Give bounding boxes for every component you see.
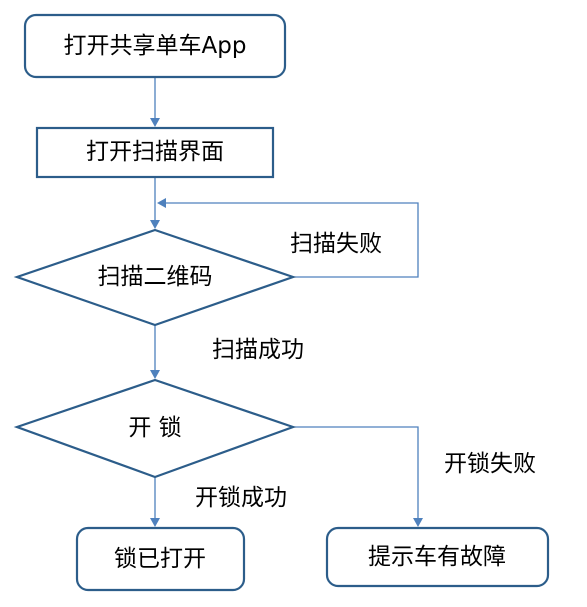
node-label: 提示车有故障 xyxy=(368,544,506,570)
node-unlocked: 锁已打开 xyxy=(75,526,246,592)
arrowhead xyxy=(413,518,423,527)
node-label: 打开共享单车App xyxy=(64,33,247,59)
node-open-scan-ui: 打开扫描界面 xyxy=(35,126,275,179)
node-report-fault: 提示车有故障 xyxy=(325,526,550,588)
arrowhead xyxy=(157,198,166,208)
node-open-app: 打开共享单车App xyxy=(23,13,287,79)
edge-unlock-to-fault xyxy=(293,426,419,521)
arrowhead xyxy=(150,220,160,229)
decision-diamond xyxy=(13,228,297,327)
node-box xyxy=(23,13,287,79)
node-label: 开 锁 xyxy=(128,415,181,441)
node-unlock: 开 锁 xyxy=(13,378,297,479)
node-label: 锁已打开 xyxy=(114,546,206,572)
edges xyxy=(150,77,423,527)
edge-scan-fail-loop xyxy=(165,202,419,278)
arrowhead xyxy=(150,370,160,379)
edge-label-scan-success: 扫描成功 xyxy=(212,337,304,363)
node-box xyxy=(325,526,550,588)
node-label: 打开扫描界面 xyxy=(86,139,224,165)
edge-label-unlock-success: 开锁成功 xyxy=(195,485,287,511)
edge-label-unlock-fail: 开锁失败 xyxy=(444,451,536,477)
arrowhead xyxy=(150,518,160,527)
arrowhead xyxy=(150,118,160,127)
edge-label-scan-fail: 扫描失败 xyxy=(290,231,382,257)
node-label: 扫描二维码 xyxy=(98,264,213,290)
node-box xyxy=(35,126,275,179)
node-box xyxy=(75,526,246,592)
node-scan-qr: 扫描二维码 xyxy=(13,228,297,327)
decision-diamond xyxy=(13,378,297,479)
